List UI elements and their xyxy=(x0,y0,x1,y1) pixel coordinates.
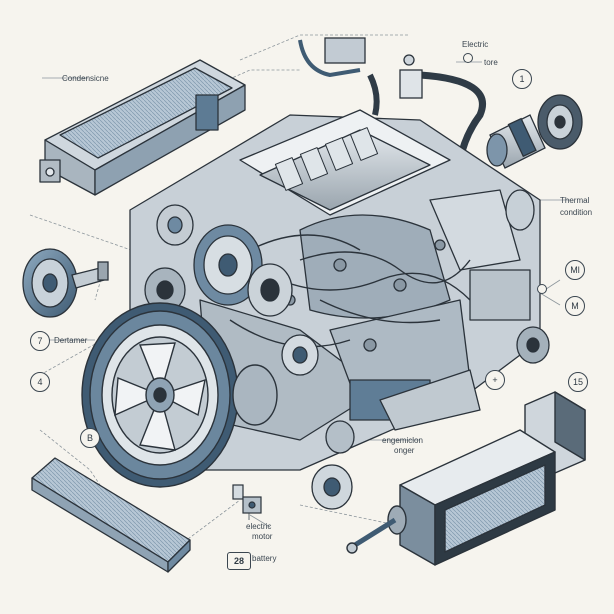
throttle-icon xyxy=(298,37,486,161)
condenser-icon xyxy=(39,59,246,196)
dertamer-label: Dertamer xyxy=(54,336,88,345)
battery-label: battery xyxy=(252,554,277,563)
sensor-icon xyxy=(232,484,262,514)
electric-motor-label-1: electric xyxy=(246,522,272,531)
electric-motor-label-2: motor xyxy=(252,532,273,541)
marker-m: M xyxy=(565,296,585,316)
condenser-label: Condensicne xyxy=(62,74,109,83)
marker-1: 1 xyxy=(512,69,532,89)
marker-dot-right xyxy=(537,284,547,294)
battery-pack-icon xyxy=(346,391,586,566)
flywheel-icon xyxy=(81,302,278,488)
engine-label-1: engemiclon xyxy=(382,436,423,445)
marker-dot-tore xyxy=(463,53,473,63)
marker-15: 15 xyxy=(568,372,588,392)
electric-motor-icon xyxy=(486,94,583,169)
marker-ml: Ml xyxy=(565,260,585,280)
idler-pulley-icon xyxy=(311,189,550,510)
cooler-icon xyxy=(31,457,191,573)
marker-plus: + xyxy=(485,370,505,390)
pulley-disc-icon xyxy=(22,248,109,318)
thermal-label-1: Thermal xyxy=(560,196,590,205)
electric-top-label: Electric xyxy=(462,40,489,49)
marker-4: 4 xyxy=(30,372,50,392)
alternator-icon xyxy=(144,204,319,376)
marker-28: 28 xyxy=(227,552,251,570)
marker-7: 7 xyxy=(30,331,50,351)
marker-b: B xyxy=(80,428,100,448)
marker-l: l xyxy=(248,512,250,522)
thermal-label-2: condition xyxy=(560,208,593,217)
engine-label-2: onger xyxy=(394,446,415,455)
tore-label: tore xyxy=(484,58,498,67)
